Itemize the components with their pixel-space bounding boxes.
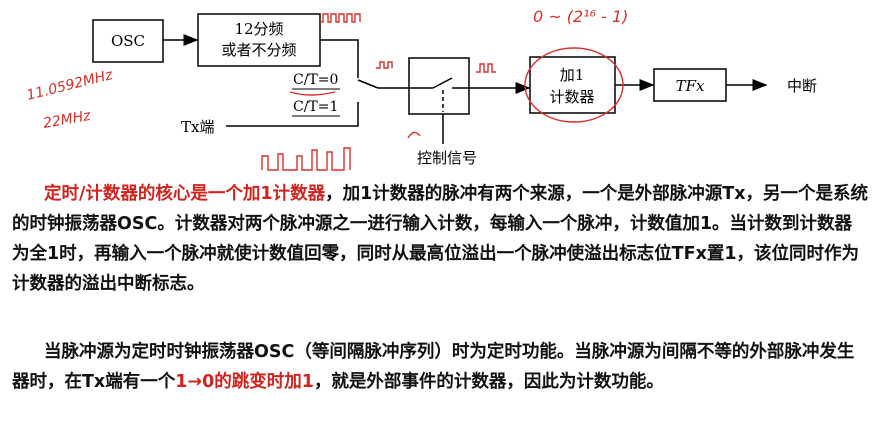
counter-circle-annotation	[524, 47, 624, 123]
divider-label-line1: 12分频	[234, 20, 283, 38]
annotation-freq-1: 11.0592MHz	[25, 67, 115, 104]
counter-label-line1: 加1	[560, 66, 585, 84]
divider-to-switch-wire	[320, 39, 359, 78]
ct-underline-red	[289, 91, 336, 96]
annotation-freq-2: 22MHz	[42, 108, 92, 132]
osc-box	[92, 19, 164, 63]
osc-label: OSC	[111, 32, 145, 50]
counter-label-line2: 计数器	[549, 88, 594, 106]
pulse-wave-bottom	[261, 147, 351, 171]
selector-switch	[357, 79, 379, 89]
handwritten-annotations	[261, 13, 624, 171]
paragraph-function-red: 1→0的跳变时加1	[175, 372, 314, 392]
tx-label: Tx端	[181, 118, 214, 136]
block-diagram: OSC 12分频 或者不分频 C/T=0 C/T=1 Tx端 控制信号 加1 计…	[25, 7, 817, 171]
paragraph-core-rest: ，加1计数器的脉冲有两个来源，一个是外部脉冲源Tx，另一个是系统的时钟振荡器OS…	[12, 184, 868, 294]
annotation-range: 0 ~ (2¹⁶ - 1)	[533, 7, 628, 26]
divider-label-line2: 或者不分频	[221, 41, 296, 59]
paragraph-function-part2: ，就是外部事件的计数器，因此为计数功能。	[313, 372, 664, 392]
gate-switch-blade	[432, 77, 453, 89]
pulse-wave-middle	[376, 61, 393, 69]
paragraph-function-part1: 当脉冲源为定时时钟振荡器OSC（等间隔脉冲序列）时为定时功能。当脉冲源为间隔不等…	[12, 342, 855, 392]
ct0-label: C/T=0	[293, 72, 338, 88]
pulse-wave-gate	[476, 63, 496, 73]
tx-to-switch-wire	[226, 102, 359, 127]
paragraph-function: 当脉冲源为定时时钟振荡器OSC（等间隔脉冲序列）时为定时功能。当脉冲源为间隔不等…	[12, 337, 868, 397]
tfx-label: TFx	[676, 77, 705, 95]
interrupt-label: 中断	[787, 77, 817, 95]
gate-box	[408, 57, 470, 115]
paragraph-core-red-intro: 定时/计数器的核心是一个加1计数器	[44, 184, 326, 204]
pulse-wave-top	[320, 13, 361, 23]
ct1-label: C/T=1	[293, 99, 338, 115]
control-signal-label: 控制信号	[417, 149, 477, 167]
control-arrow-red	[407, 131, 421, 139]
paragraph-core: 定时/计数器的核心是一个加1计数器，加1计数器的脉冲有两个来源，一个是外部脉冲源…	[12, 179, 868, 299]
